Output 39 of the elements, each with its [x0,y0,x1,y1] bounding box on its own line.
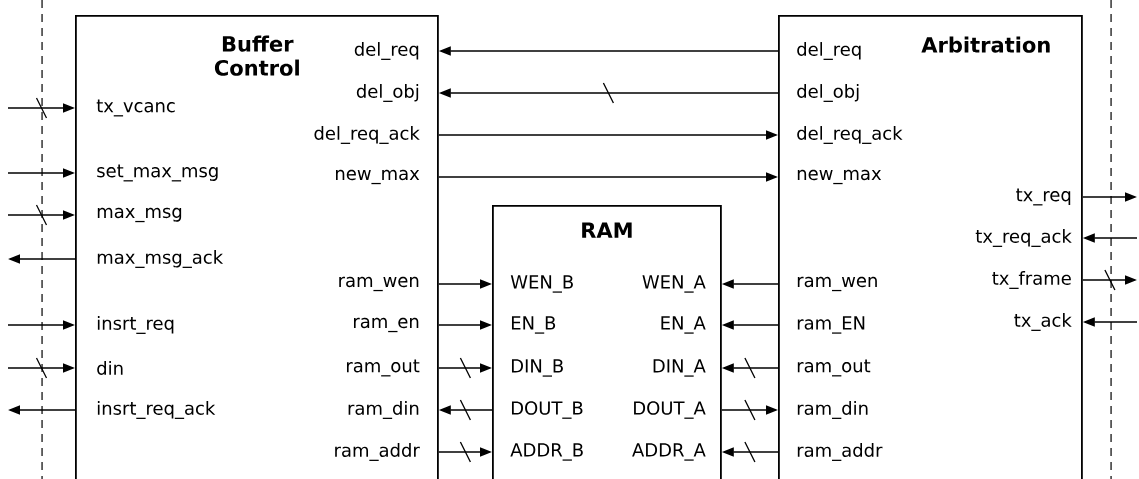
port-label: ram_wen [339,276,419,292]
port-label: del_obj [797,84,859,102]
port-label: tx_req [1016,188,1071,206]
port-label: max_msg_ack [97,250,224,268]
port-label: ram_din [797,401,868,419]
port-label: del_req [354,42,419,60]
port-label: insrt_req [97,316,174,334]
port-label: del_req_ack [797,126,903,144]
port-label: new_max [336,169,420,185]
port-label: ram_EN [797,316,865,334]
port-label: DIN_B [512,359,563,377]
port-label: del_req_ack [314,126,420,144]
port-label: ram_out [347,359,420,377]
port-label: max_msg [97,207,182,223]
port-label: tx_vcanc [96,99,175,117]
port-label: DIN_A [653,359,706,377]
port-label: EN_B [512,316,556,334]
port-label: tx_req_ack [975,229,1072,247]
port-label: new_max [797,169,882,185]
port-label: insrt_req_ack [97,401,216,419]
port-label: tx_ack [1014,313,1072,331]
port-label: ram_din [348,401,419,419]
port-label: ram_addr [335,443,420,461]
port-label: din [97,361,123,375]
port-label: set_max_msg [97,164,218,182]
port-label: WEN_B [510,275,573,293]
port-label: EN_A [661,316,706,334]
port-label: DOUT_B [512,401,583,419]
port-label: tx_frame [992,271,1071,289]
port-label: ram_en [354,317,419,333]
port-label: del_obj [356,84,419,102]
port-label: ram_addr [797,443,883,461]
port-label: ram_wen [797,276,877,292]
port-label: DOUT_A [634,401,706,419]
port-label: del_req [797,42,861,60]
port-label: ADDR_B [510,443,583,461]
port-label: WEN_A [642,275,706,293]
port-label: ADDR_A [632,443,706,461]
port-label: ram_out [797,359,871,377]
